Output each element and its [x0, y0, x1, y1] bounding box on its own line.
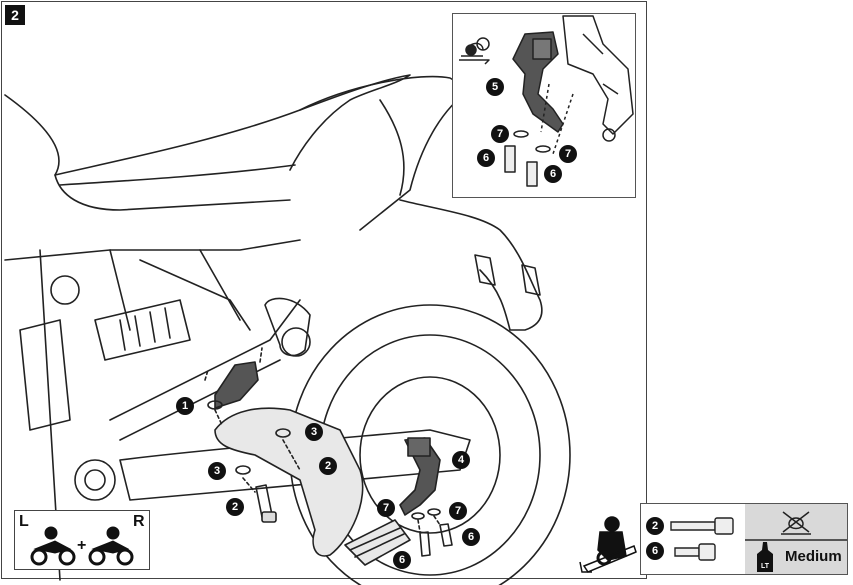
callout-2: 2: [319, 457, 337, 475]
threadlock-bottle-label: LT: [761, 563, 770, 570]
bolt-long: [670, 521, 716, 531]
frame-slider: [264, 297, 311, 357]
tail-fairing: [299, 75, 471, 231]
plus-sign: +: [77, 537, 87, 554]
motorcycle-rear-view-icon: [30, 526, 134, 566]
legend-bolts-illustration: [670, 517, 734, 561]
callout-3: 3: [305, 423, 323, 441]
callout-6: 6: [393, 551, 411, 569]
inset-illustration: [459, 15, 634, 187]
callout-7: 7: [377, 499, 395, 517]
callout-6: 6: [462, 528, 480, 546]
torque-threadlock-legend: 2 6 LT Medium: [640, 503, 848, 575]
legend-bolt-2-callout: 2: [646, 517, 664, 535]
threadlock-bottle-icon: LT: [757, 542, 773, 572]
callout-7: 7: [491, 125, 509, 143]
step-number: 2: [5, 5, 25, 25]
callout-6: 6: [477, 149, 495, 167]
footpeg-bracket: [214, 407, 364, 557]
motorcycle-rear-view-icon: [579, 516, 637, 573]
bolt-6a: [419, 531, 431, 557]
frame-tubes: [4, 239, 301, 261]
swingarm: [119, 429, 471, 501]
callout-4: 4: [452, 451, 470, 469]
left-right-sides-box: L + R: [14, 510, 150, 570]
callout-6: 6: [544, 165, 562, 183]
bracket-4: [399, 437, 441, 516]
threadlock-panel: LT Medium: [745, 504, 847, 574]
no-grease-icon: [781, 511, 811, 535]
bolt-short: [674, 547, 700, 557]
rear-shock: [94, 299, 191, 361]
right-side-label: R: [133, 513, 145, 530]
callout-7: 7: [449, 502, 467, 520]
legend-bolt-6-callout: 6: [646, 542, 664, 560]
threadlock-strength: Medium: [785, 548, 842, 565]
left-side-label: L: [19, 513, 29, 530]
callout-3: 3: [208, 462, 226, 480]
callout-5: 5: [486, 78, 504, 96]
rear-fender: [399, 199, 543, 331]
bracket-1: [214, 361, 259, 409]
bolt-6b: [526, 161, 538, 187]
bolt-6a: [504, 145, 516, 173]
callout-2: 2: [226, 498, 244, 516]
callout-7: 7: [559, 145, 577, 163]
detail-inset: 5 7 7 6 6: [452, 13, 636, 198]
seat-outline: [4, 74, 411, 176]
callout-1: 1: [176, 397, 194, 415]
bolt-6b: [439, 523, 453, 547]
